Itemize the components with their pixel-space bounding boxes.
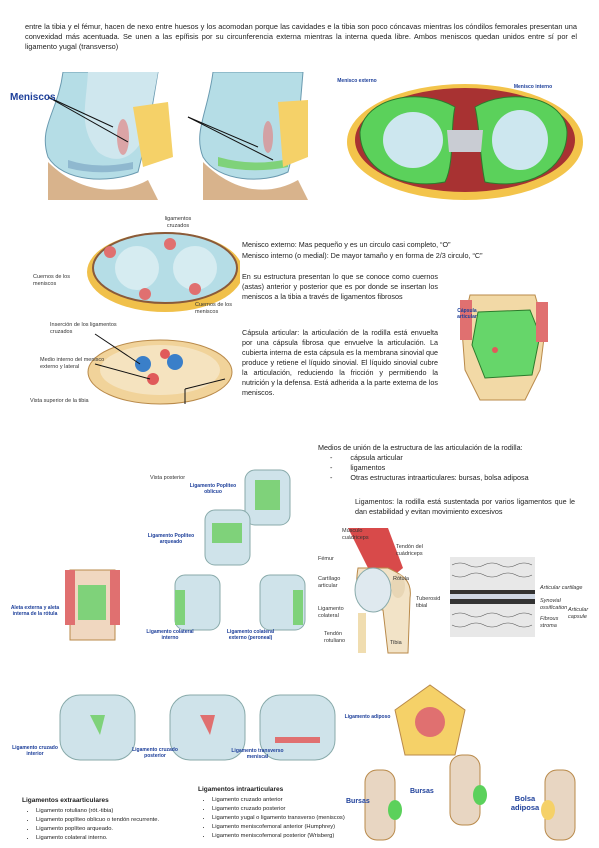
lateral-knee-figure: Músculo cuádriceps Tendón del cuádriceps…	[318, 528, 440, 658]
medios-heading: Medios de unión de la estructura de las …	[318, 443, 523, 452]
label-vista-superior: Vista superior de la tibia	[30, 398, 89, 404]
label-colateral-interno: Ligamento colateral interno	[146, 629, 194, 641]
label-capsula: Cápsula articular	[457, 308, 477, 320]
label-lig-colateral: Ligamento colateral	[318, 606, 344, 619]
histology-figure: Articular cartilage Synovial ossificatio…	[440, 555, 595, 640]
label-bolsa: Bolsa adiposa	[510, 794, 540, 812]
cuernos-illustration	[87, 232, 240, 405]
label-menisco-interno: Menisco interno	[513, 84, 553, 90]
top-view-meniscos-figure: Menisco externo Menisco interno	[335, 72, 585, 202]
capsula-figure: Cápsula articular	[450, 290, 560, 405]
label-ligamentos-cruzados: ligamentos cruzados	[164, 216, 192, 229]
list-item: Ligamento meniscofemoral anterior (Humph…	[212, 823, 382, 832]
label-femur: Fémur	[318, 556, 334, 562]
label-cartilago: Cartílago articular	[318, 576, 341, 589]
label-fibrous: Fibrous stroma	[540, 616, 559, 629]
label-tuberosidad: Tuberosidad tibial	[416, 596, 440, 609]
label-menisco-externo: Menisco externo	[337, 78, 377, 84]
label-rotula: Rótula	[393, 576, 409, 582]
ligaments-collage-figure: Vista posterior Ligamento Popliteo oblic…	[5, 465, 315, 665]
cruzados-illustration	[59, 694, 336, 761]
meniscos-title: Meniscos	[10, 92, 56, 103]
list-item: Ligamento poplíteo arqueado.	[36, 825, 206, 834]
label-cruzado-interior: Ligamento cruzado interior	[12, 745, 58, 757]
list-item: Ligamento yugal o ligamento transverso (…	[212, 814, 382, 823]
intro-paragraph: entre la tibia y el fémur, hacen de nexo…	[25, 22, 577, 51]
label-musculo: Músculo cuádriceps	[342, 528, 369, 541]
extra-heading: Ligamentos extraarticulares	[22, 797, 109, 804]
bursas-illustration	[364, 684, 576, 841]
list-item: Ligamento poplíteo oblicuo o tendón recu…	[36, 816, 206, 825]
label-cuernos-right: Cuernos de los meniscos	[195, 302, 232, 315]
intra-heading: Ligamentos intraarticulares	[198, 786, 284, 793]
list-item: Ligamento cruzado posterior	[212, 805, 382, 814]
capsula-illustration	[460, 294, 548, 401]
list-item: cápsula articular	[338, 453, 598, 463]
capsula-text: Cápsula articular: la articulación de la…	[242, 328, 438, 397]
lateral-knee-illustration	[348, 528, 411, 654]
label-cuernos: Cuernos de los meniscos	[33, 274, 70, 287]
label-tendon-rotuliano: Tendón rotuliano	[324, 631, 346, 644]
estructura-text: En su estructura presentan lo que se con…	[242, 272, 438, 301]
menisco-interno-text: Menisco interno (o medial): De mayor tam…	[242, 251, 483, 260]
label-popliteo-arqueado: Ligamento Popliteo arqueado	[147, 533, 195, 545]
menisco-externo-text: Menisco externo: Mas pequeño y es un cir…	[242, 240, 451, 249]
medios-list: cápsula articular ligamentos Otras estru…	[330, 453, 598, 483]
cruzados-figure: Ligamento cruzado interior Ligamento cru…	[5, 690, 345, 775]
label-colateral-externo: Ligamento colateral externo (peroneal)	[226, 629, 275, 641]
list-item: Ligamento meniscofemoral posterior (Wris…	[212, 832, 382, 841]
meniscos-illustration	[44, 72, 308, 200]
label-art-cartilage: Articular cartilage	[540, 585, 583, 591]
ligaments-collage-illustration	[65, 469, 306, 641]
bursas-figure: Ligamento adiposo Bursas Bursas Bolsa ad…	[340, 680, 595, 845]
label-bursas2: Bursas	[410, 788, 434, 795]
meniscos-figure: Meniscos	[8, 72, 313, 200]
label-popliteo-oblicuo: Ligamento Popliteo oblicuo	[189, 483, 237, 495]
label-adiposo: Ligamento adiposo	[344, 714, 391, 720]
list-item: Ligamento rotuliano (rót.-tibia)	[36, 807, 206, 816]
label-bursas: Bursas	[346, 798, 370, 805]
label-articular: Articular capsule	[568, 607, 589, 620]
label-cruzado-posterior: Ligamento cruzado posterior	[132, 747, 178, 759]
intra-list: Ligamento cruzado anterior Ligamento cru…	[198, 796, 382, 841]
list-item: Ligamento cruzado anterior	[212, 796, 382, 805]
label-tibia: Tibia	[390, 640, 402, 646]
histology-illustration	[450, 557, 535, 637]
label-synovial: Synovial ossification	[540, 598, 568, 611]
list-item: ligamentos	[338, 463, 598, 473]
label-vista-posterior: Vista posterior	[150, 475, 186, 481]
ligamentos-text: Ligamentos: la rodilla está sustentada p…	[355, 497, 575, 516]
extra-list: Ligamento rotuliano (rót.-tibia) Ligamen…	[22, 807, 206, 843]
cuernos-figure: ligamentos cruzados Cuernos de los menis…	[25, 214, 240, 414]
label-transverso: Ligamento transverso meniscal	[231, 748, 284, 760]
label-insercion: Inserción de los ligamentos cruzados	[50, 322, 117, 335]
top-view-illustration	[347, 84, 583, 200]
label-aletas: Aleta externa y aleta interna de la rótu…	[10, 605, 60, 617]
list-item: Otras estructuras intraarticulares: burs…	[338, 473, 598, 483]
list-item: Ligamento colateral interno.	[36, 834, 206, 843]
label-tendon-cuad: Tendón del cuádriceps	[396, 544, 423, 557]
label-medio-interno: Medio interno del menisco externo y late…	[40, 357, 105, 370]
